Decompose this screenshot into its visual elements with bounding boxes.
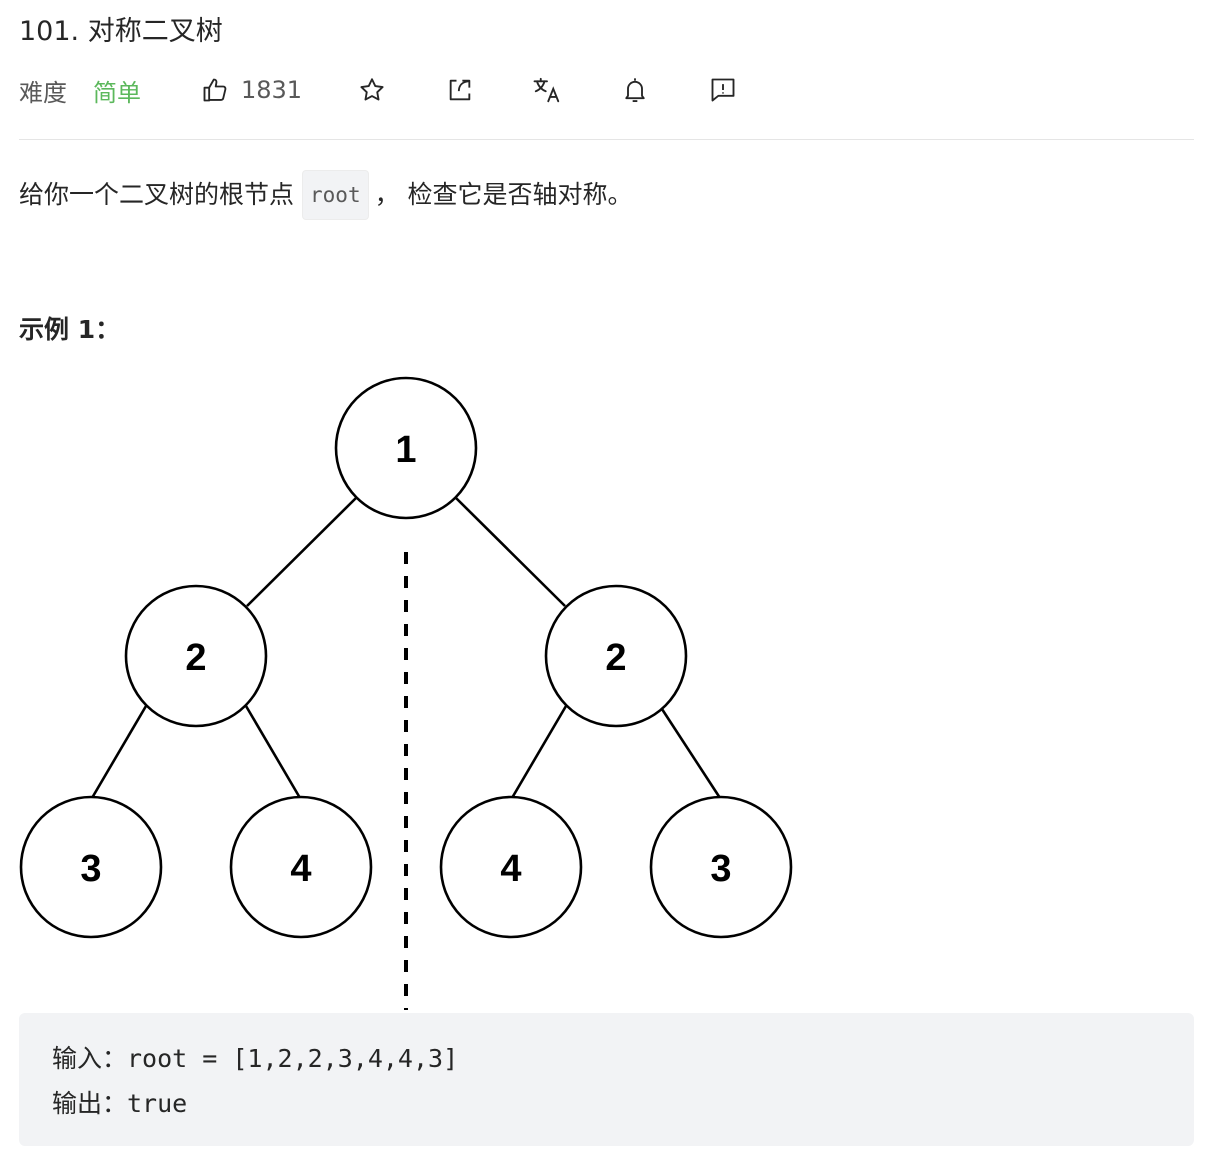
- tree-node-label: 3: [710, 848, 731, 890]
- example-code-block: 输入：root = [1,2,2,3,4,4,3] 输出：true: [19, 1013, 1194, 1146]
- description-text-end: ， 检查它是否轴对称。: [374, 180, 633, 209]
- problem-title: 101. 对称二叉树: [19, 16, 223, 47]
- tree-edge: [90, 705, 148, 799]
- tree-node-circle: [19, 795, 163, 939]
- feedback-button[interactable]: [707, 70, 739, 110]
- tree-edge: [455, 497, 566, 607]
- tree-edge: [244, 705, 302, 799]
- notify-button[interactable]: [619, 70, 651, 110]
- example-title: 示例 1：: [19, 315, 121, 344]
- difficulty-value: 简单: [93, 78, 141, 107]
- tree-node-circle: [334, 376, 478, 520]
- header-divider: [19, 139, 1194, 140]
- tree-node-label: 3: [80, 848, 101, 890]
- inline-code-root: root: [302, 170, 369, 220]
- tree-node-circle: [439, 795, 583, 939]
- tree-node-label: 2: [605, 637, 626, 679]
- tree-node-label: 4: [290, 848, 311, 890]
- tree-node-label: 1: [395, 429, 416, 471]
- example-output: 输出：true: [52, 1089, 188, 1118]
- problem-meta-bar: 难度 简单 1831: [19, 70, 819, 110]
- tree-node-circle: [124, 584, 268, 728]
- tree-edge: [510, 705, 568, 799]
- tree-node-circle: [649, 795, 793, 939]
- share-button[interactable]: [444, 70, 476, 110]
- tree-node-label: 4: [500, 848, 521, 890]
- tree-node-label: 2: [185, 637, 206, 679]
- difficulty-label: 难度: [19, 78, 67, 107]
- like-count: 1831: [241, 76, 303, 104]
- problem-description: 给你一个二叉树的根节点 root ， 检查它是否轴对称。: [19, 170, 633, 220]
- star-icon: [358, 76, 386, 104]
- tree-edge: [658, 705, 722, 799]
- feedback-icon: [709, 76, 737, 104]
- tree-edge: [246, 497, 357, 607]
- like-button[interactable]: 1831: [201, 70, 302, 110]
- example-input: 输入：root = [1,2,2,3,4,4,3]: [52, 1044, 459, 1073]
- share-icon: [446, 76, 474, 104]
- thumbs-up-icon: [201, 76, 229, 104]
- example-tree-diagram: 1 2 2 3 4 4 3: [19, 376, 793, 1010]
- translate-icon: [532, 75, 562, 105]
- favorite-button[interactable]: [356, 70, 388, 110]
- translate-button[interactable]: [531, 70, 563, 110]
- tree-node-circle: [544, 584, 688, 728]
- bell-icon: [621, 76, 649, 104]
- description-text-start: 给你一个二叉树的根节点: [19, 180, 295, 209]
- tree-node-circle: [229, 795, 373, 939]
